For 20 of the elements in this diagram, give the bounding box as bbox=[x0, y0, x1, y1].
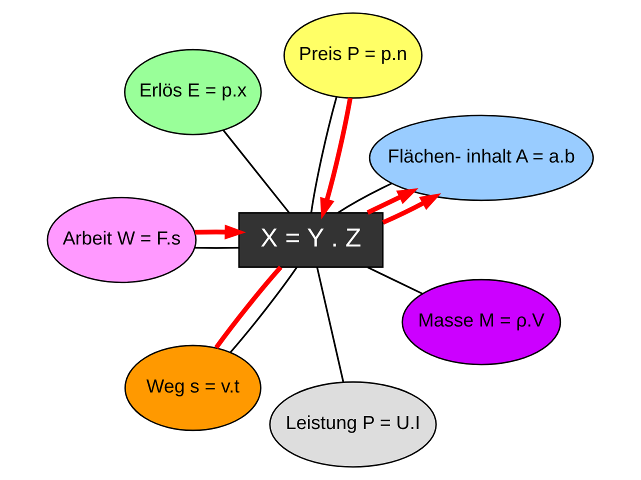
node-ellipse: Preis P = p.n bbox=[283, 12, 423, 99]
node-ellipse: Erlös E = p.x bbox=[124, 48, 262, 136]
connector bbox=[367, 266, 423, 295]
connector bbox=[337, 182, 392, 214]
node-ellipse: Weg s = v.t bbox=[124, 344, 262, 432]
connector bbox=[222, 130, 290, 214]
connector bbox=[194, 246, 239, 249]
arrow bbox=[382, 193, 442, 225]
arrow bbox=[194, 224, 246, 240]
connector bbox=[316, 267, 344, 382]
node-ellipse: Arbeit W = F.s bbox=[46, 196, 197, 284]
node-box: X = Y . Z bbox=[238, 212, 384, 268]
connector bbox=[230, 266, 298, 353]
connector bbox=[310, 96, 338, 213]
connector bbox=[214, 266, 282, 349]
node-ellipse: Masse M = ρ.V bbox=[402, 278, 562, 366]
arrow bbox=[366, 188, 419, 215]
node-ellipse: Flächen- inhalt A = a.b bbox=[368, 114, 594, 202]
arrow bbox=[320, 98, 353, 220]
node-ellipse: Leistung P = U.I bbox=[269, 381, 437, 468]
